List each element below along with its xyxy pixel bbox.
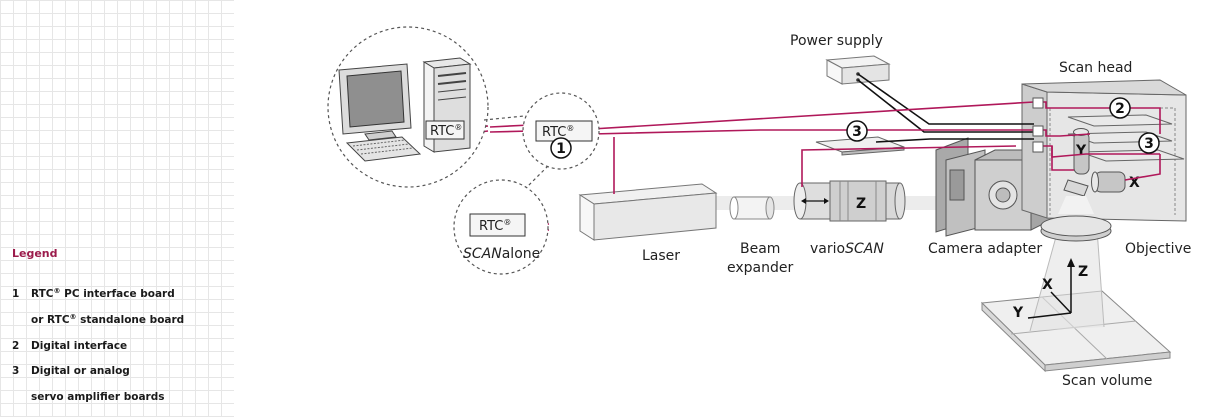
beam-expander-label-line-2: expander	[727, 260, 793, 276]
legend-item-2-text: Digital interface	[31, 340, 128, 352]
scan-head-x-axis-label: X	[1129, 175, 1140, 191]
objective-label: Objective	[1125, 241, 1191, 257]
legend-item-2: 2 Digital interface	[12, 340, 127, 352]
legend-item-2-number: 2	[12, 340, 20, 352]
marker-3-cable-number: 3	[852, 124, 862, 140]
workpiece-x-axis-label: X	[1042, 277, 1053, 293]
beam-expander	[729, 196, 775, 220]
legend-item-3: 3 Digital or analog	[12, 365, 130, 377]
rtc-board-name: RTC	[542, 125, 566, 140]
camera-adapter-label: Camera adapter	[928, 241, 1042, 257]
scan-volume-label: Scan volume	[1062, 373, 1152, 389]
legend-item-1: 1 RTC® PC interface board	[12, 287, 175, 301]
workpiece-z-axis-label: Z	[1078, 264, 1088, 280]
varioscan-z-axis-label: Z	[856, 196, 866, 212]
varioscan-label: varioSCAN	[810, 241, 884, 257]
legend-panel: Legend 1 RTC® PC interface board or RTC® …	[0, 0, 234, 417]
pc-rtc-board	[425, 120, 465, 140]
laser	[578, 183, 718, 241]
pc-keyboard	[345, 136, 422, 162]
rtc-board-mark: ®	[566, 124, 574, 133]
legend-item-1-continued: or RTC® standalone board	[31, 313, 185, 327]
marker-2-number: 2	[1115, 101, 1125, 117]
marker-2: 2	[1109, 97, 1131, 119]
legend-item-1-text: RTC® PC interface board	[31, 287, 175, 301]
marker-3-scan-head: 3	[1138, 132, 1160, 154]
marker-3-cable-circle	[846, 120, 868, 142]
varioscan-label-italic: SCAN	[845, 241, 884, 257]
scan-head-y-axis-label: Y	[1075, 143, 1087, 159]
scanalone-board-mark: ®	[503, 218, 511, 227]
marker-1-circle	[550, 137, 572, 159]
scanalone-board-name: RTC	[479, 219, 503, 234]
power-supply	[825, 55, 891, 85]
workpiece-y-axis-label: Y	[1012, 305, 1024, 321]
power-cables	[857, 73, 1034, 143]
scanalone-board	[469, 213, 526, 237]
marker-2-circle	[1109, 97, 1131, 119]
varioscan	[793, 180, 906, 222]
varioscan-label-prefix: vario	[810, 241, 845, 257]
marker-3-scan-head-circle	[1138, 132, 1160, 154]
scanalone-board-label: RTC®	[479, 218, 511, 234]
pc-rtc-board-mark: ®	[454, 123, 462, 132]
objective-lens	[1040, 196, 1112, 242]
legend-item-3-text: Digital or analog	[31, 365, 130, 377]
scan-volume	[980, 214, 1172, 373]
scan-head-label: Scan head	[1059, 60, 1132, 76]
scan-head-connectors	[1032, 97, 1044, 153]
galvo-mirrors	[1063, 128, 1126, 197]
marker-3-scan-head-number: 3	[1144, 136, 1154, 152]
pc-rtc-board-name: RTC	[430, 124, 454, 139]
legend-item-3-continued: servo amplifier boards	[31, 391, 165, 403]
marker-3-cable: 3	[846, 120, 868, 142]
laser-label: Laser	[642, 248, 680, 264]
rtc-board-label: RTC®	[542, 124, 574, 140]
beam-expander-label-line-1: Beam	[740, 241, 780, 257]
legend-item-1-number: 1	[12, 288, 20, 300]
legend-title: Legend	[12, 247, 58, 260]
pc-monitor	[338, 63, 412, 141]
callout-connectors	[483, 115, 549, 197]
marker-1: 1	[550, 137, 572, 159]
power-supply-label: Power supply	[790, 33, 883, 49]
scanalone-label-italic: SCAN	[463, 246, 502, 262]
scan-head	[1021, 79, 1187, 222]
workpiece-axes	[1027, 258, 1075, 319]
marker-1-number: 1	[556, 141, 566, 157]
pc-rtc-board-label: RTC®	[430, 123, 462, 139]
legend-item-3-number: 3	[12, 365, 20, 377]
scanalone-label-suffix: alone	[502, 246, 541, 262]
scanalone-label: SCANalone	[463, 246, 540, 262]
